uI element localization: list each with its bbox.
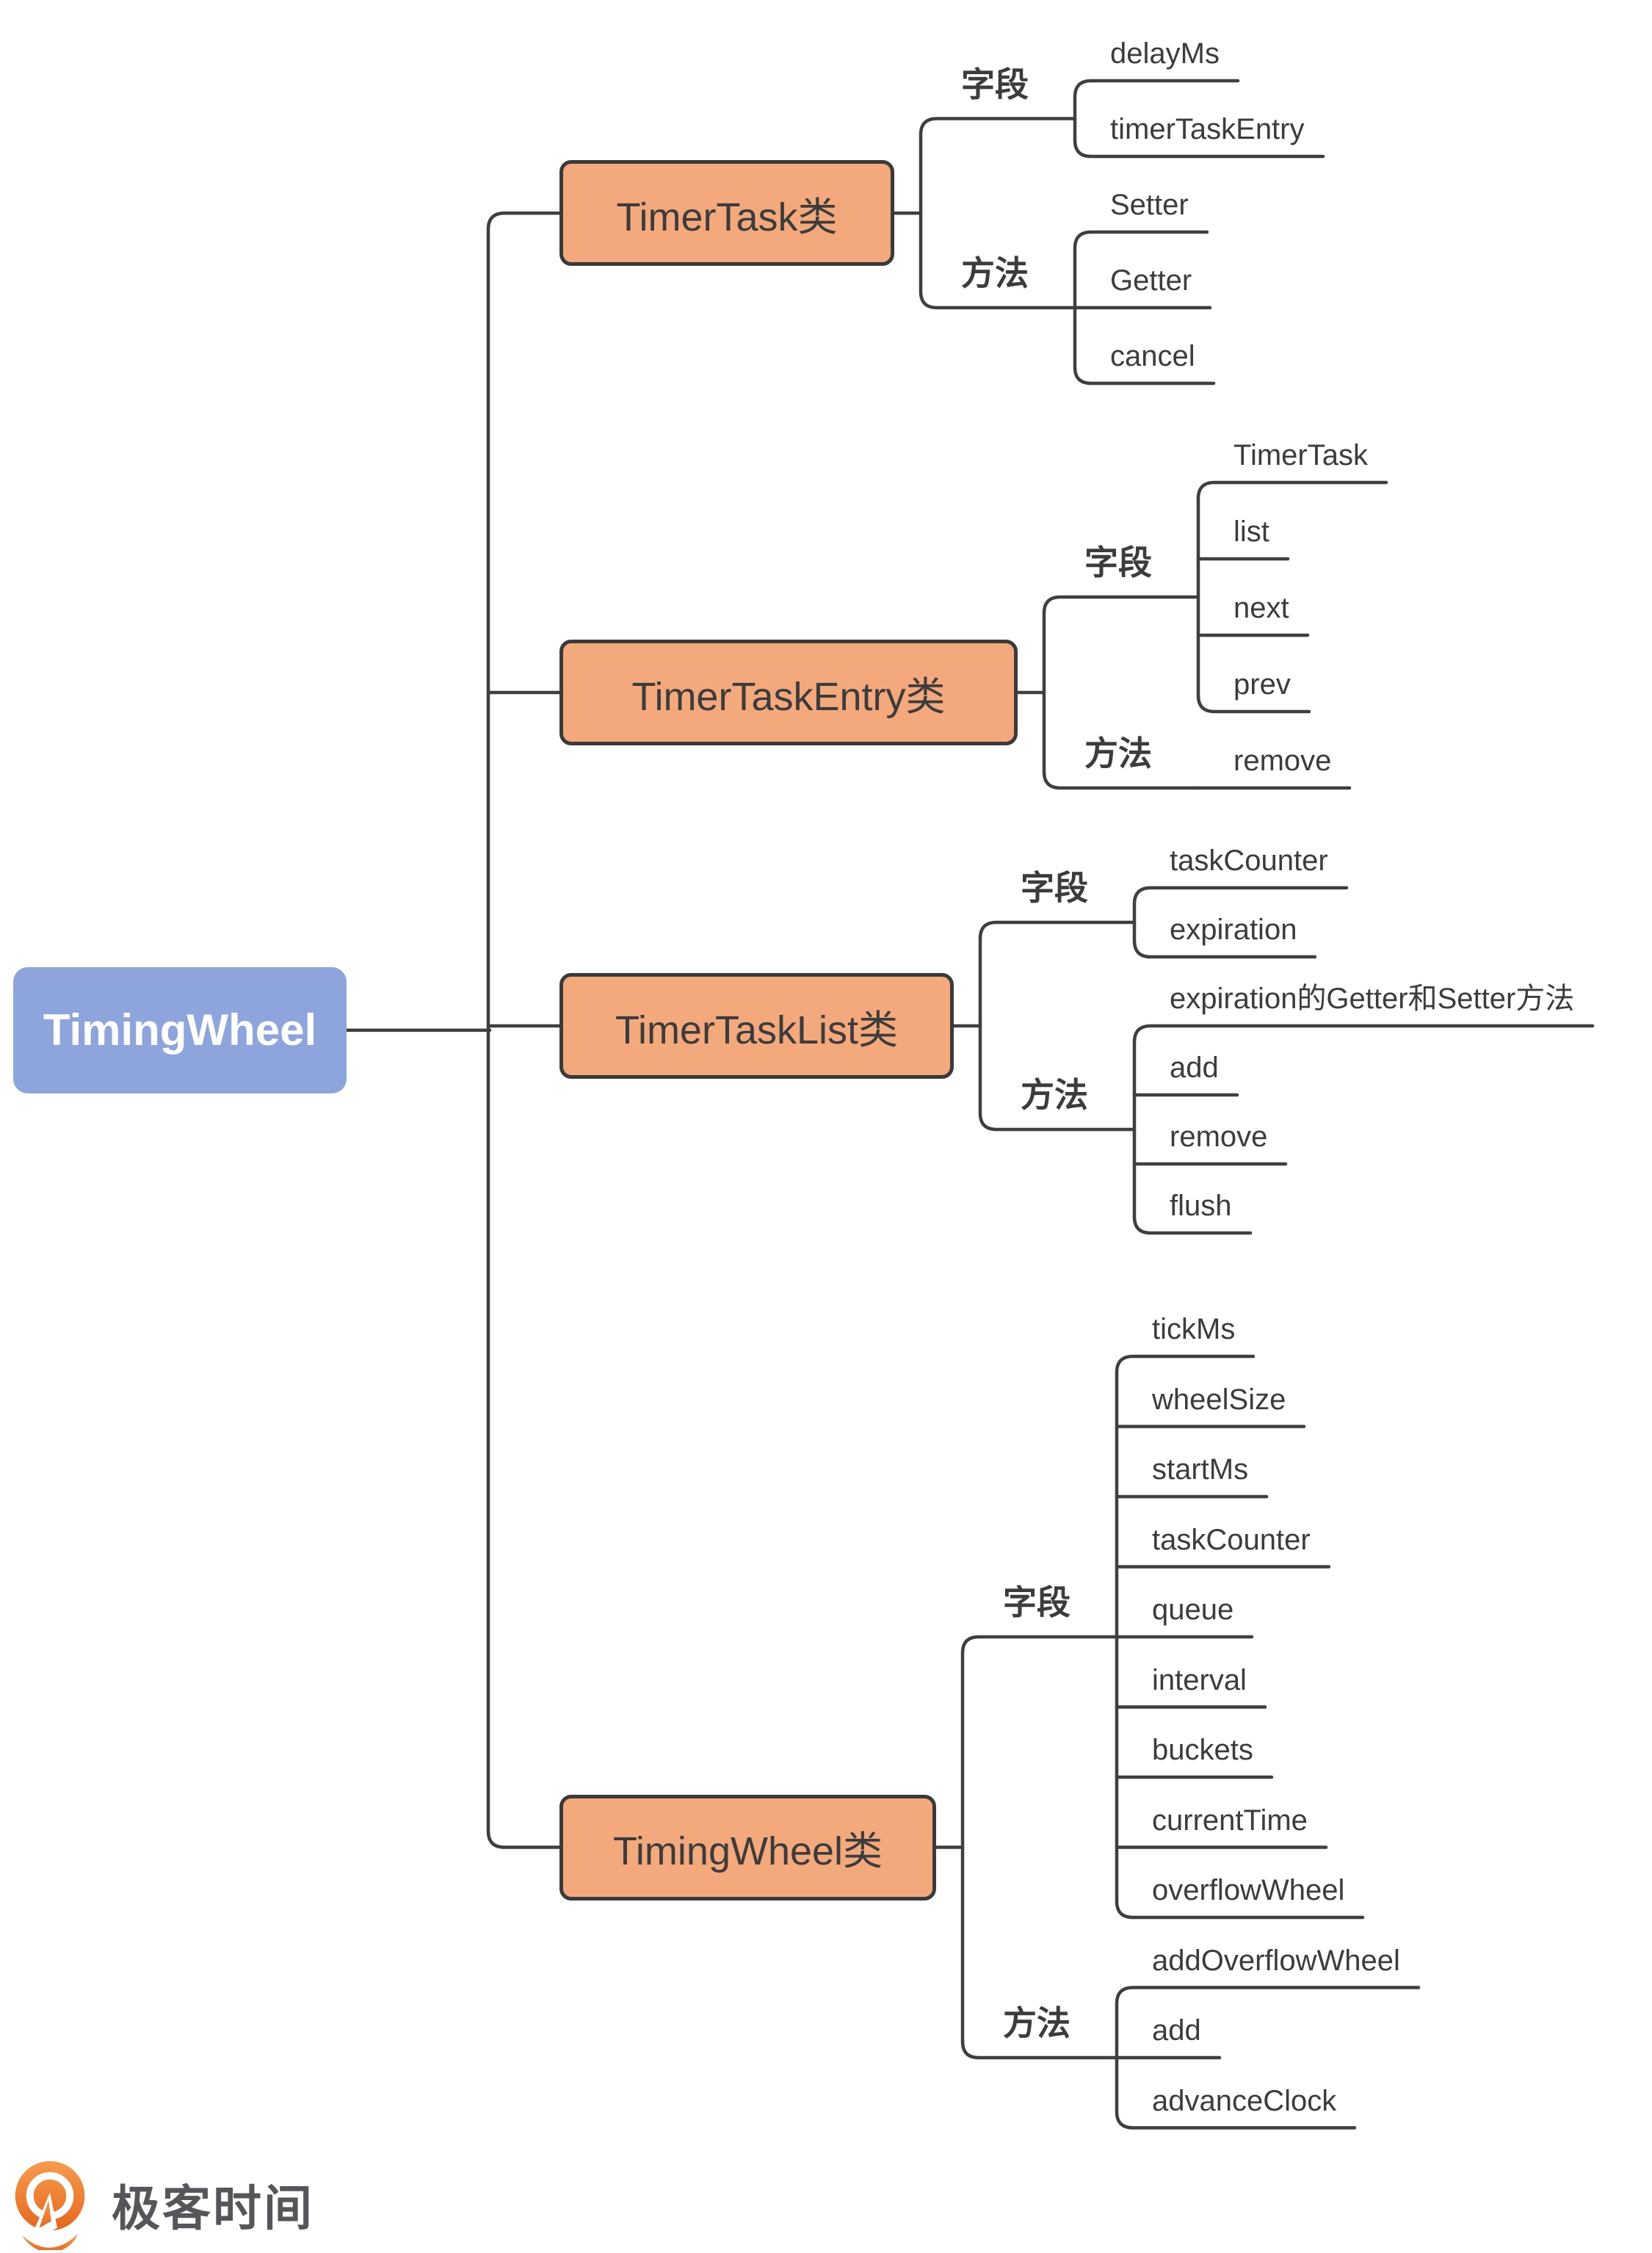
group-label-fields[interactable]: 字段 bbox=[1003, 1583, 1070, 1621]
branch-node-3[interactable]: TimerTaskList类 bbox=[559, 973, 954, 1079]
leaf-node[interactable]: list bbox=[1233, 516, 1269, 548]
leaf-node[interactable]: taskCounter bbox=[1152, 1523, 1311, 1556]
leaf-node[interactable]: tickMs bbox=[1152, 1313, 1236, 1345]
leaf-node[interactable]: queue bbox=[1152, 1594, 1234, 1626]
leaf-node[interactable]: addOverflowWheel bbox=[1152, 1944, 1400, 1977]
leaf-node[interactable]: Setter bbox=[1110, 189, 1189, 221]
leaf-node[interactable]: wheelSize bbox=[1152, 1383, 1286, 1416]
leaf-node[interactable]: startMs bbox=[1152, 1453, 1249, 1486]
leaf-node[interactable]: interval bbox=[1152, 1663, 1247, 1696]
group-label-methods[interactable]: 方法 bbox=[1021, 1076, 1088, 1114]
leaf-node[interactable]: overflowWheel bbox=[1152, 1874, 1345, 1906]
branch-node-1[interactable]: TimerTask类 bbox=[559, 160, 894, 267]
leaf-node[interactable]: delayMs bbox=[1110, 37, 1220, 70]
group-label-fields[interactable]: 字段 bbox=[961, 65, 1029, 104]
leaf-node[interactable]: expiration bbox=[1170, 914, 1297, 946]
leaf-node[interactable]: expiration的Getter和Setter方法 bbox=[1170, 983, 1575, 1015]
group-label-fields[interactable]: 字段 bbox=[1021, 869, 1088, 907]
leaf-node[interactable]: buckets bbox=[1152, 1734, 1253, 1766]
group-label-fields[interactable]: 字段 bbox=[1084, 543, 1152, 582]
leaf-node[interactable]: taskCounter bbox=[1170, 845, 1328, 877]
leaf-node[interactable]: add bbox=[1152, 2014, 1201, 2047]
leaf-node[interactable]: add bbox=[1170, 1052, 1219, 1084]
leaf-node[interactable]: Getter bbox=[1110, 264, 1192, 297]
leaf-node[interactable]: prev bbox=[1233, 668, 1291, 701]
group-label-methods[interactable]: 方法 bbox=[1003, 2004, 1070, 2042]
leaf-node[interactable]: next bbox=[1233, 592, 1289, 624]
branch-node-2[interactable]: TimerTaskEntry类 bbox=[559, 640, 1018, 745]
brand-name: 极客时间 bbox=[112, 2181, 314, 2235]
geektime-pin-icon bbox=[15, 2160, 85, 2250]
leaf-node[interactable]: remove bbox=[1170, 1121, 1268, 1153]
brand-logo: 极客时间 bbox=[13, 2159, 314, 2250]
leaf-node[interactable]: currentTime bbox=[1152, 1804, 1308, 1837]
branch-node-4[interactable]: TimingWheel类 bbox=[559, 1794, 936, 1901]
root-node-timingwheel[interactable]: TimingWheel bbox=[13, 966, 347, 1093]
leaf-node[interactable]: timerTaskEntry bbox=[1110, 113, 1305, 145]
leaf-node[interactable]: remove bbox=[1233, 745, 1332, 777]
leaf-node[interactable]: flush bbox=[1170, 1190, 1232, 1222]
leaf-node[interactable]: cancel bbox=[1110, 340, 1195, 372]
leaf-node[interactable]: advanceClock bbox=[1152, 2084, 1337, 2117]
leaf-node[interactable]: TimerTask bbox=[1233, 439, 1368, 471]
group-label-methods[interactable]: 方法 bbox=[1084, 734, 1152, 773]
group-label-methods[interactable]: 方法 bbox=[961, 254, 1029, 292]
